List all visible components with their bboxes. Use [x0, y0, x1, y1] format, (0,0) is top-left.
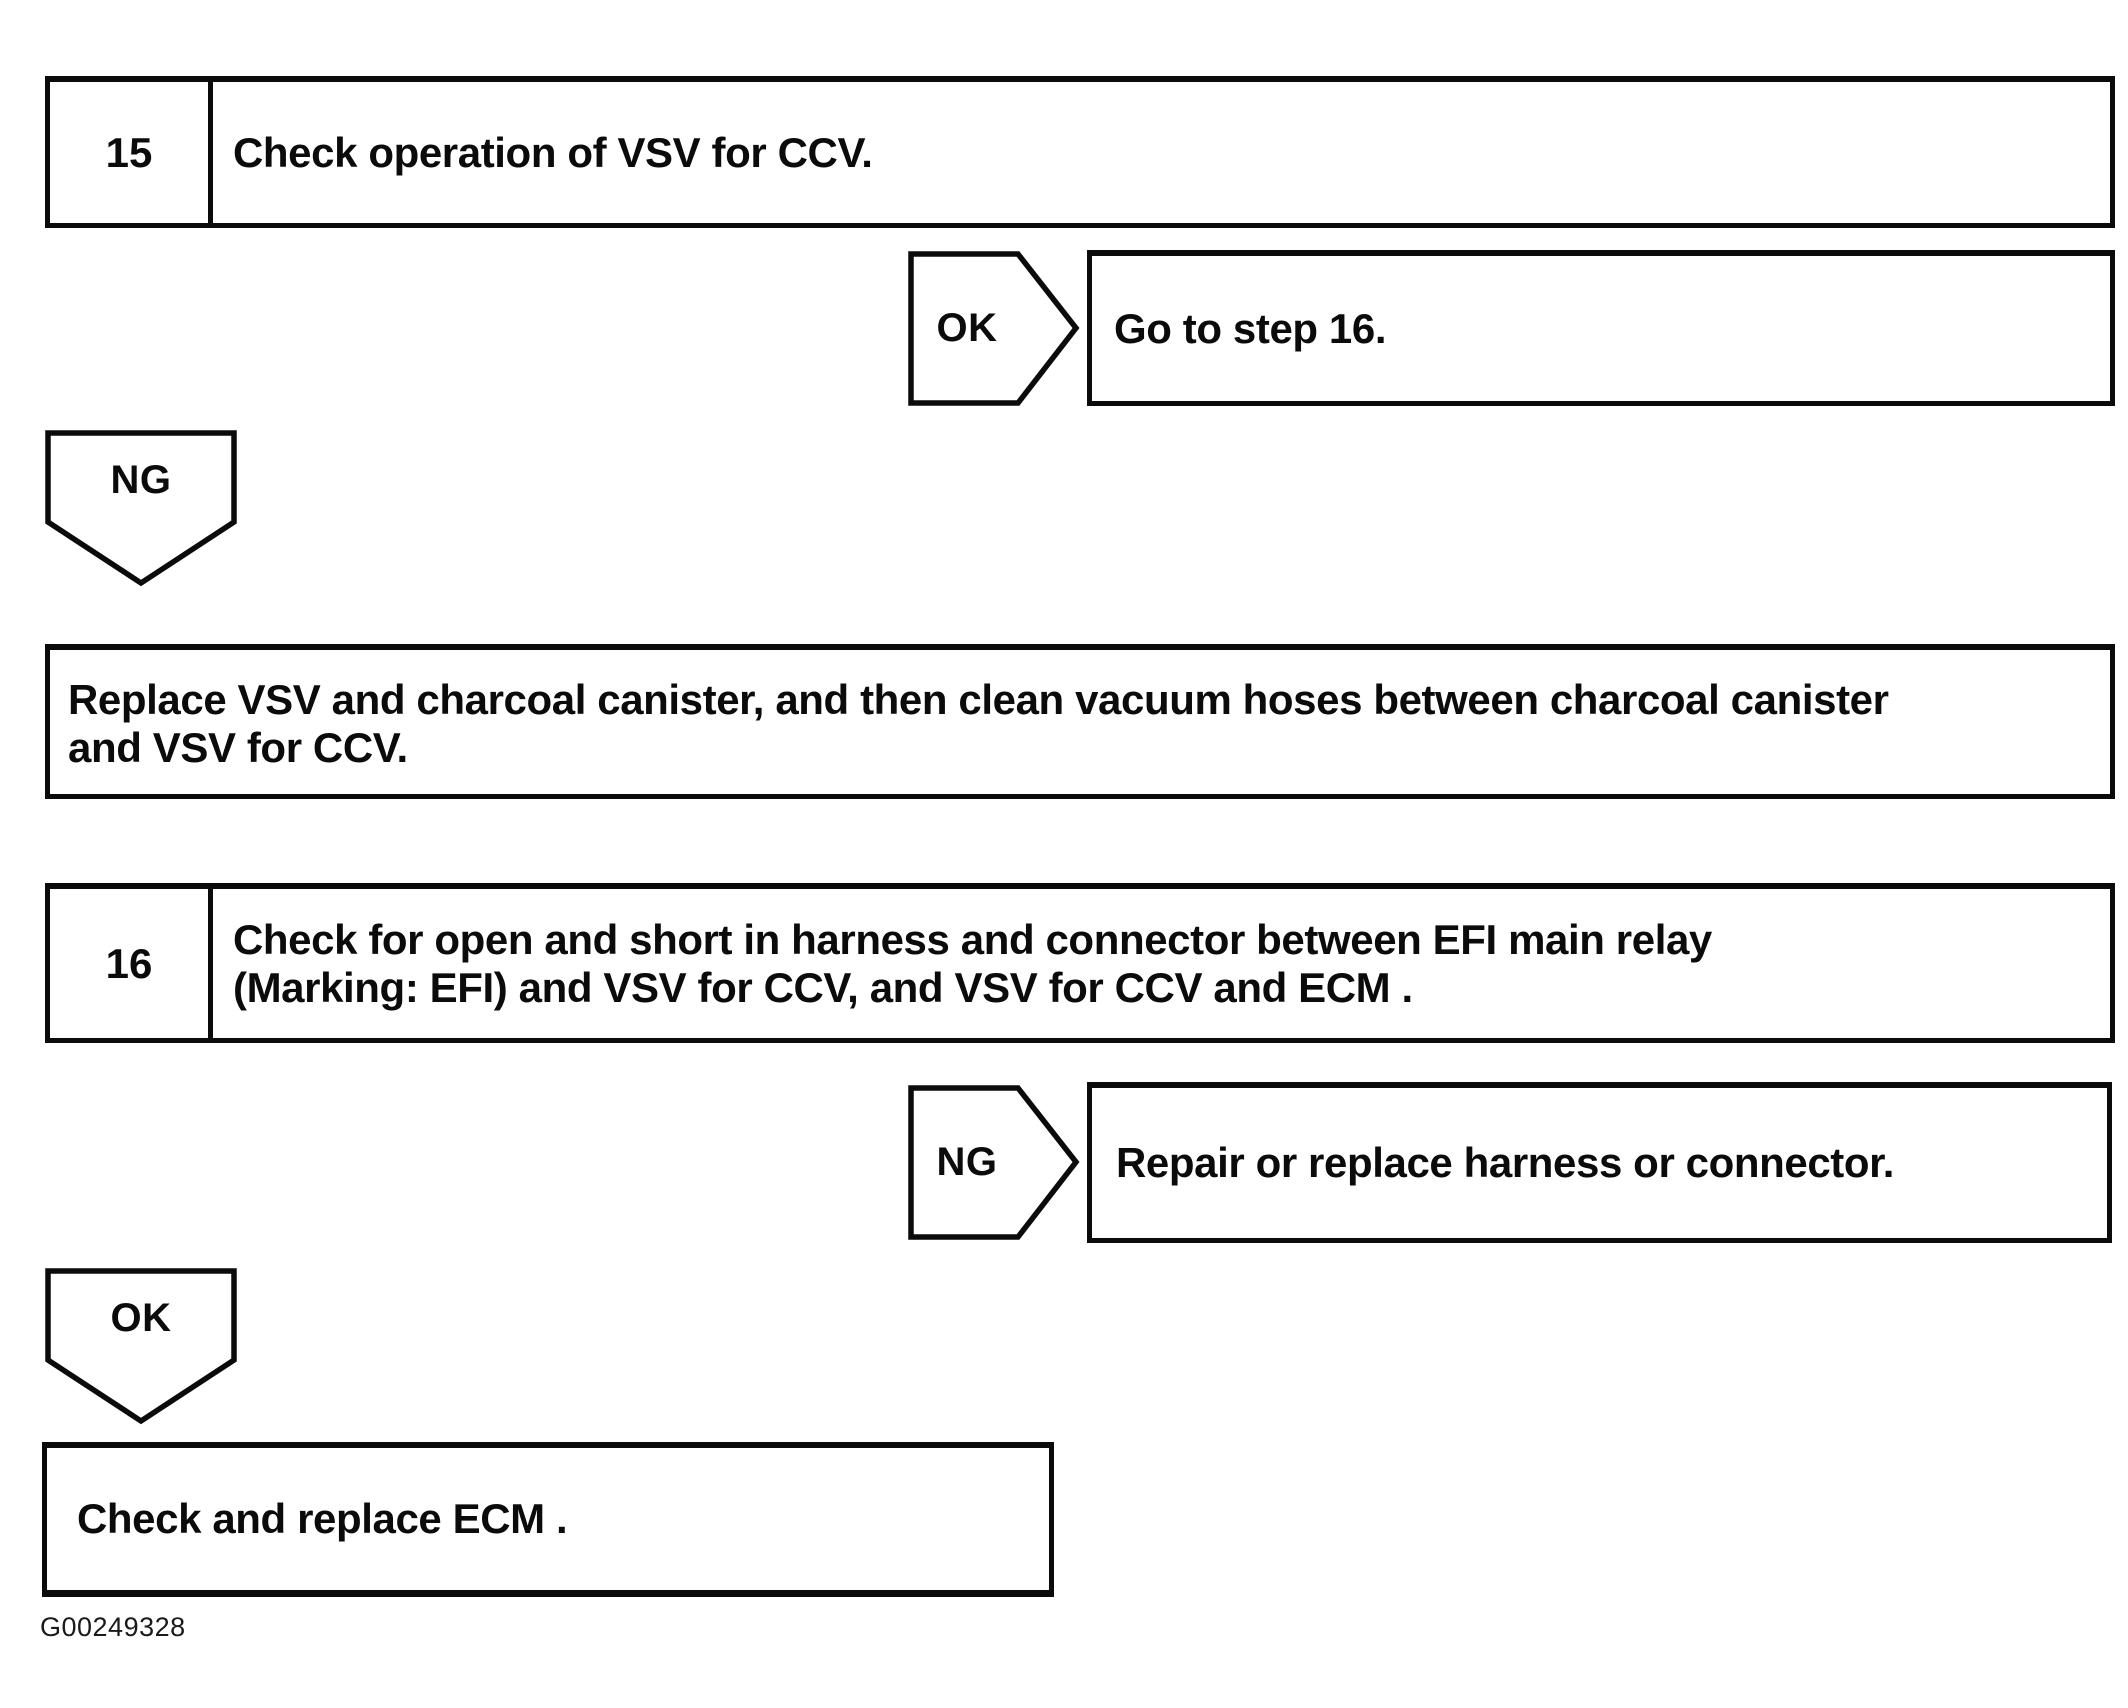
- result-replace-line-2: and VSV for CCV.: [68, 724, 408, 771]
- branch-label-ok: OK: [936, 306, 998, 350]
- branch-ok-down: OK: [45, 1268, 237, 1425]
- step-15-number: 15: [50, 82, 213, 223]
- result-box-repair-harness: Repair or replace harness or connector.: [1087, 1082, 2112, 1243]
- step-15-instruction-text: Check operation of VSV for CCV.: [233, 128, 873, 176]
- step-16-instruction-line-1: Check for open and short in harness and …: [233, 915, 1712, 963]
- branch-label-ng: NG: [936, 1140, 998, 1184]
- branch-ng-right: NG: [908, 1085, 1080, 1240]
- branch-ok-right: OK: [908, 251, 1080, 406]
- result-ecm-text: Check and replace ECM .: [77, 1495, 568, 1542]
- step-15-box: 15 Check operation of VSV for CCV.: [45, 76, 2115, 228]
- ok-arrow-down-icon: [45, 1268, 237, 1425]
- step-16-number: 16: [50, 889, 213, 1038]
- step-15-instruction: Check operation of VSV for CCV.: [213, 82, 2110, 223]
- branch-label-ok: OK: [110, 1295, 172, 1340]
- ng-arrow-down-icon: [45, 430, 237, 587]
- result-replace-line-1: Replace VSV and charcoal canister, and t…: [68, 676, 1889, 723]
- result-repair-text: Repair or replace harness or connector.: [1116, 1139, 1895, 1186]
- ng-arrow-right-icon: [908, 1085, 1080, 1240]
- step-16-box: 16 Check for open and short in harness a…: [45, 883, 2115, 1043]
- result-go-to-step-16-text: Go to step 16.: [1114, 304, 1387, 352]
- branch-ng-down: NG: [45, 430, 237, 587]
- result-box-go-to-step-16: Go to step 16.: [1087, 250, 2115, 406]
- step-16-instruction: Check for open and short in harness and …: [213, 889, 2110, 1038]
- step-16-instruction-line-2: (Marking: EFI) and VSV for CCV, and VSV …: [233, 963, 1413, 1011]
- figure-code: G00249328: [40, 1612, 186, 1642]
- ok-arrow-right-icon: [908, 251, 1080, 406]
- result-box-replace-vsv: Replace VSV and charcoal canister, and t…: [45, 644, 2115, 799]
- branch-label-ng: NG: [110, 457, 172, 502]
- result-box-check-ecm: Check and replace ECM .: [42, 1442, 1054, 1597]
